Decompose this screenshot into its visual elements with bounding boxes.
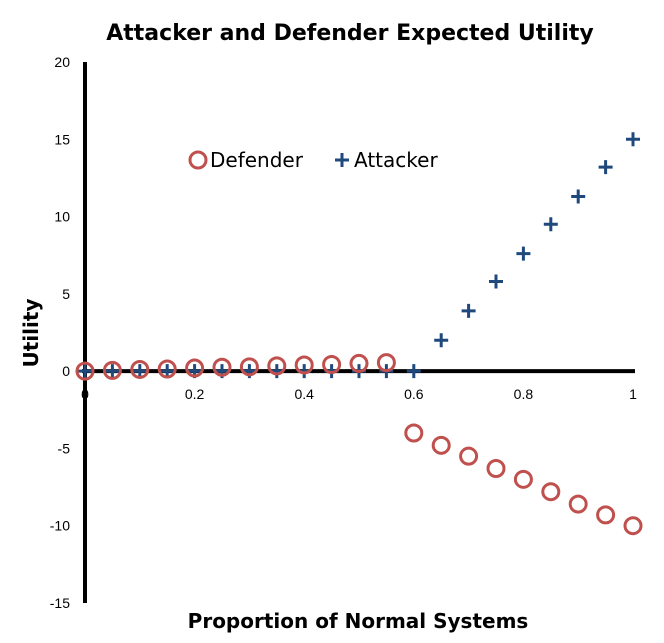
x-tick-label: 1: [629, 386, 637, 402]
attacker-point: [571, 189, 586, 204]
defender-point: [568, 494, 588, 514]
defender-point: [212, 357, 232, 377]
x-tick-label: 0.4: [294, 386, 314, 402]
y-tick-label: 10: [54, 209, 70, 225]
defender-point: [541, 482, 561, 502]
defender-point: [75, 361, 95, 381]
attacker-point: [78, 364, 92, 379]
attacker-point: [406, 364, 421, 379]
attacker-point: [598, 160, 613, 175]
defender-point: [431, 435, 451, 455]
legend: Defender Attacker: [188, 148, 438, 172]
defender-point: [294, 355, 314, 375]
attacker-point: [516, 246, 531, 261]
x-axis-title: Proportion of Normal Systems: [188, 609, 529, 633]
attacker-point: [434, 333, 449, 348]
defender-point: [513, 469, 533, 489]
x-tick-label: 0.2: [185, 386, 205, 402]
y-tick-label: 5: [62, 286, 70, 302]
axes: 20 15 10 5 0 -5 -10 -15 0 0.2 0.4 0.6 0.8 1: [50, 54, 637, 611]
defender-point: [623, 516, 643, 536]
y-axis-title-group: Utility: [19, 299, 43, 368]
defender-point: [404, 423, 424, 443]
attacker-point: [105, 364, 120, 379]
defender-point: [102, 360, 122, 380]
chart-title: Attacker and Defender Expected Utility: [106, 21, 593, 46]
attacker-point: [626, 132, 640, 147]
y-tick-label: 0: [62, 363, 70, 379]
legend-label: Defender: [210, 148, 304, 172]
y-axis-title: Utility: [19, 299, 43, 368]
x-tick-label: 0.6: [404, 386, 424, 402]
attacker-point: [461, 303, 476, 318]
defender-point: [596, 505, 616, 525]
attacker-point: [489, 274, 503, 289]
y-tick-label: -10: [50, 518, 70, 534]
legend-marker-attacker: [335, 153, 349, 167]
defender-point: [322, 354, 342, 374]
defender-point: [349, 353, 369, 373]
defender-point: [239, 357, 259, 377]
defender-point: [130, 359, 150, 379]
attacker-point: [543, 217, 558, 232]
x-tick-label: 0: [81, 386, 89, 402]
legend-label: Attacker: [354, 148, 438, 172]
legend-marker-defender: [188, 150, 208, 170]
defender-point: [267, 356, 287, 376]
defender-point: [157, 359, 177, 379]
y-tick-label: -5: [58, 440, 71, 456]
y-tick-label: 20: [54, 54, 70, 70]
y-tick-label: -15: [50, 595, 70, 611]
x-tick-label: 0.8: [514, 386, 534, 402]
defender-point: [185, 358, 205, 378]
defender-point: [459, 446, 479, 466]
y-tick-label: 15: [54, 131, 70, 147]
defender-point: [376, 353, 396, 373]
attacker-point: [132, 364, 147, 379]
defender-point: [486, 459, 506, 479]
data-marks: [75, 132, 643, 536]
